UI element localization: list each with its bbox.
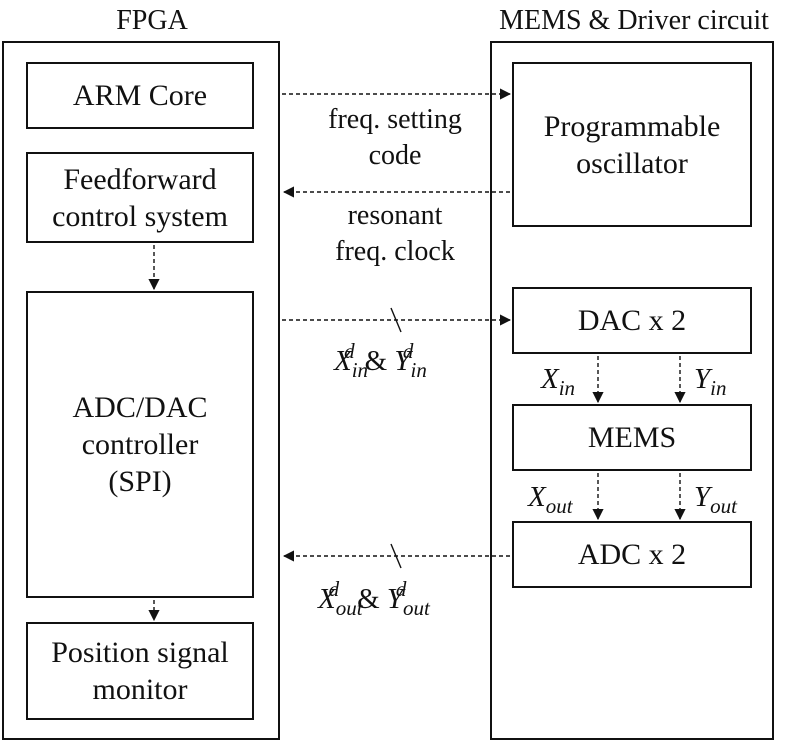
y-in-base: Y [694, 363, 711, 395]
y-in-sub: in [710, 376, 727, 400]
arm-core-block: ARM Core [26, 62, 254, 129]
freq-setting-line2: code [368, 140, 422, 171]
adc-dac-label-line3: (SPI) [108, 465, 172, 498]
fpga-heading: FPGA [116, 5, 188, 36]
x-in-d-sup: d [344, 339, 355, 363]
mems-driver-frame [490, 41, 774, 740]
adc-dac-label-line1: ADC/DAC [72, 391, 208, 424]
x-out-d-sup: d [328, 577, 340, 601]
y-out-sub: out [710, 494, 737, 518]
y-in-label: Yin [694, 362, 726, 405]
adc-data-label: Xoutd& Youtd [318, 577, 430, 625]
adc-dac-label-line2: controller [81, 428, 199, 461]
dac-label: DAC x 2 [577, 304, 687, 337]
y-in-d-sup: d [402, 339, 414, 363]
mems-driver-heading: MEMS & Driver circuit [499, 5, 769, 36]
resonant-clock-label: resonant freq. clock [300, 198, 490, 270]
adc-label: ADC x 2 [577, 538, 687, 571]
y-out-d-sup: d [395, 577, 407, 601]
x-in-d-sub: in [351, 358, 369, 382]
x-in-sub: in [558, 376, 576, 400]
x-out-label: Xout [528, 480, 573, 523]
position-label-line2: monitor [92, 673, 188, 706]
mems-block: MEMS [512, 404, 752, 471]
freq-setting-line1: freq. setting [328, 104, 462, 135]
ampersand-out: & [357, 583, 380, 615]
feedforward-label-line1: Feedforward [63, 162, 217, 196]
oscillator-label-line1: Programmable [543, 109, 721, 143]
x-out-d-base: X [318, 583, 336, 615]
y-out-label: Yout [694, 480, 737, 523]
dac-bus-slash [390, 307, 402, 333]
freq-setting-label: freq. setting code [300, 102, 490, 174]
x-out-base: X [528, 481, 546, 513]
adc-bus-slash [390, 543, 402, 569]
x-out-sub: out [545, 494, 573, 518]
ampersand-in: & [364, 345, 388, 377]
feedforward-control-block: Feedforward control system [26, 152, 254, 243]
arm-core-label: ARM Core [72, 79, 208, 112]
resonant-line2: freq. clock [335, 236, 455, 267]
x-in-d-base: X [334, 345, 352, 377]
adc-dac-controller-block: ADC/DAC controller (SPI) [26, 291, 254, 598]
dac-block: DAC x 2 [512, 287, 752, 354]
dac-data-label: Xind& Yind [334, 339, 427, 387]
y-out-d-base: Y [386, 583, 404, 615]
position-signal-monitor-block: Position signal monitor [26, 622, 254, 720]
programmable-oscillator-block: Programmable oscillator [512, 62, 752, 227]
y-out-base: Y [694, 481, 711, 513]
x-in-base: X [541, 363, 559, 395]
mems-label: MEMS [587, 421, 677, 454]
y-in-d-sub: in [410, 358, 427, 382]
resonant-line1: resonant [347, 200, 443, 231]
fpga-frame [2, 41, 280, 740]
position-label-line1: Position signal [51, 636, 229, 669]
adc-block: ADC x 2 [512, 521, 752, 588]
feedforward-label-line2: control system [52, 199, 228, 233]
oscillator-label-line2: oscillator [576, 146, 688, 180]
x-out-d-sub: out [335, 596, 363, 620]
y-in-d-base: Y [394, 345, 411, 377]
x-in-label: Xin [541, 362, 575, 405]
y-out-d-sub: out [403, 596, 430, 620]
